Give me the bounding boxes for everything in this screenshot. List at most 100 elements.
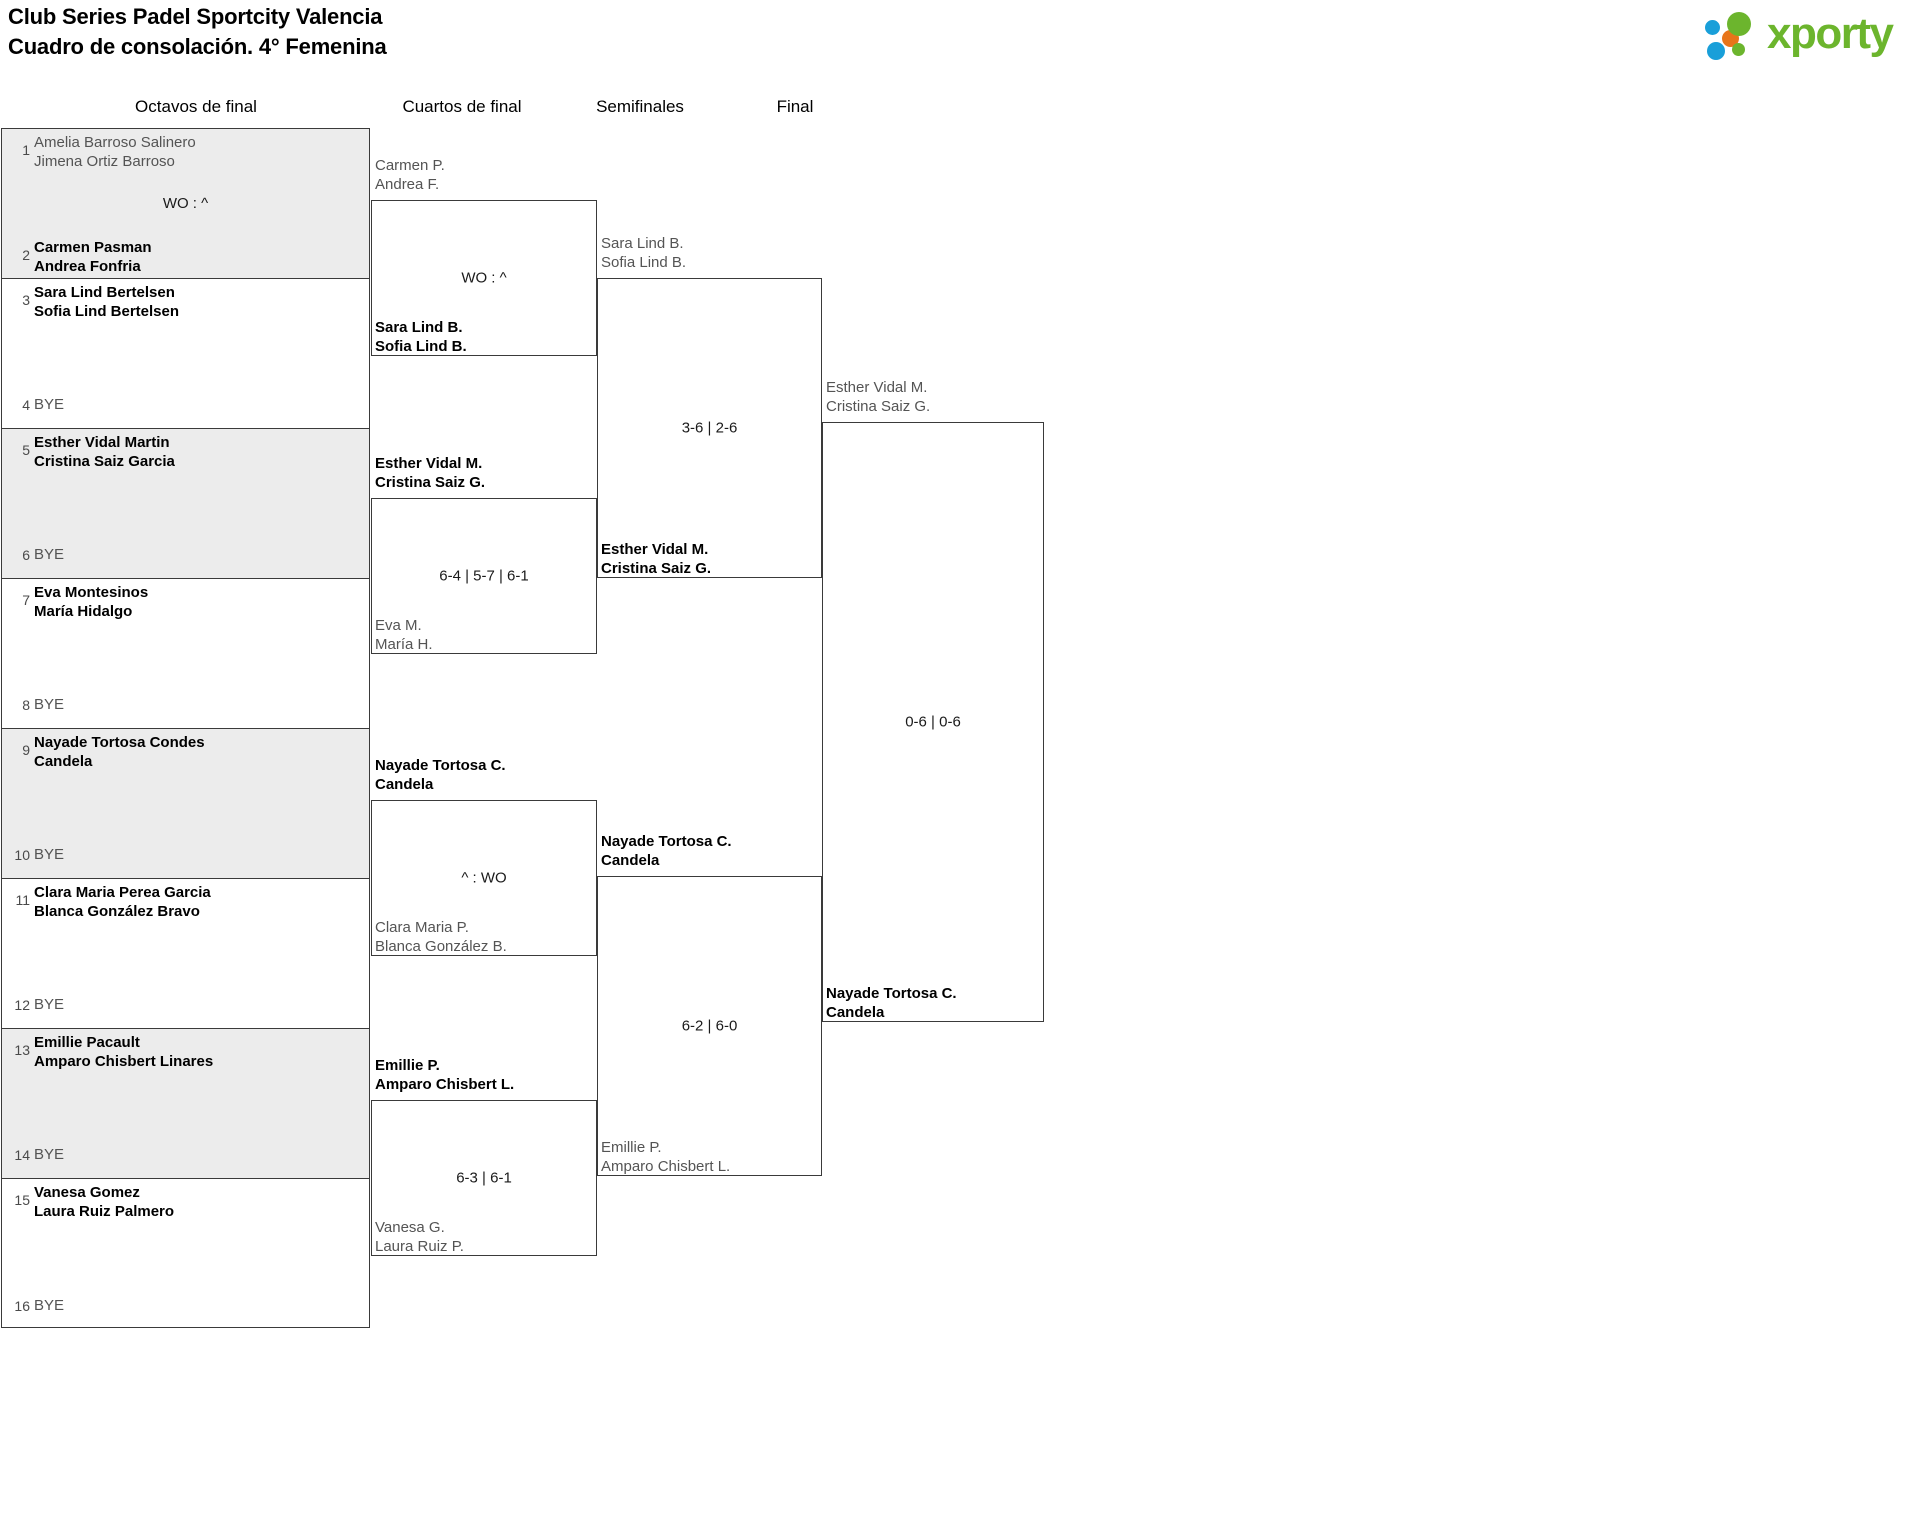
seed-number: 12 [14,997,30,1013]
player-name: Andrea F. [375,176,440,193]
player-name: Emillie P. [375,1057,440,1074]
team-names: Carmen P.Andrea F. [375,156,445,194]
seed-number: 6 [22,547,30,563]
seed-number: 14 [14,1147,30,1163]
player-name: Esther Vidal Martin [34,434,170,451]
team-names: Nayade Tortosa C.Candela [601,832,732,870]
player-name: María Hidalgo [34,603,133,620]
round-header-final: Final [776,97,814,116]
player-name: Blanca González Bravo [34,903,200,920]
player-name: Eva M. [375,617,422,634]
player-name: Laura Ruiz P. [375,1238,464,1255]
player-name: Sara Lind B. [375,319,463,336]
player-name: Clara Maria P. [375,919,469,936]
player-name: Andrea Fonfria [34,258,141,275]
team-names: Esther Vidal M.Cristina Saiz G. [601,540,711,578]
seed-number: 10 [14,847,30,863]
player-name: Emillie Pacault [34,1034,140,1051]
xporty-logo: xporty [1705,6,1905,64]
tournament-subtitle: Cuadro de consolación. 4° Femenina [8,34,387,59]
player-name: Emillie P. [601,1139,662,1156]
team-names: Emillie P. Amparo Chisbert L. [375,1056,514,1094]
player-name: Sofia Lind Bertelsen [34,303,180,320]
seed-number: 15 [14,1192,30,1208]
round2-match[interactable]: 6-3 | 6-1 [371,1100,597,1256]
player-name: Esther Vidal M. [826,379,928,396]
player-name: Candela [826,1004,885,1021]
player-name: María H. [375,636,433,653]
tournament-name: Club Series Padel Sportcity Valencia [8,4,383,29]
player-name: Carmen Pasman [34,239,152,256]
bye-label: BYE [34,546,65,563]
round2-match[interactable]: 6-4 | 5-7 | 6-1 [371,498,597,654]
logo-dots-icon [1705,12,1767,60]
player-name: Nayade Tortosa C. [826,985,957,1002]
bye-label: BYE [34,396,65,413]
match-score: WO : ^ [461,269,507,287]
round2-match[interactable]: ^ : WO [371,800,597,956]
seed-number: 5 [22,442,30,458]
team-names: Esther Vidal M.Cristina Saiz G. [375,454,485,492]
round2-match[interactable]: WO : ^ [371,200,597,356]
seed-number: 11 [15,892,30,908]
bye-label: BYE [34,1146,65,1163]
player-name: Vanesa G. [375,1219,445,1236]
player-name: Jimena Ortiz Barroso [34,153,175,170]
bye-label: BYE [34,696,65,713]
seed-number: 3 [22,292,30,308]
team-names: Vanesa G. Laura Ruiz P. [375,1218,464,1256]
page-title: Club Series Padel Sportcity Valencia Cua… [8,2,387,62]
player-name: Nayade Tortosa C. [375,757,506,774]
round3-match[interactable]: 3-6 | 2-6 [597,278,822,578]
player-name: Nayade Tortosa Condes [34,734,205,751]
match-score: 6-3 | 6-1 [456,1169,512,1187]
match-score: ^ : WO [461,869,507,887]
team-names: Sara Lind B.Sofia Lind B. [601,234,686,272]
player-name: Amparo Chisbert L. [375,1076,515,1093]
team-names: Nayade Tortosa C. Candela [826,984,957,1022]
player-name: Amparo Chisbert Linares [34,1053,214,1070]
seed-number: 13 [14,1042,30,1058]
round3-match[interactable]: 6-2 | 6-0 [597,876,822,1176]
team-names: Eva M. María H. [375,616,433,654]
player-name: Esther Vidal M. [375,455,483,472]
team-names: Esther Vidal M.Cristina Saiz G. [826,378,930,416]
player-name: Eva Montesinos [34,584,149,601]
player-name: Vanesa Gomez [34,1184,140,1201]
team-names: Clara Maria P.Blanca González B. [375,918,507,956]
round4-match[interactable]: 0-6 | 0-6 [822,422,1044,1022]
seed-number: 2 [22,247,30,263]
seed-number: 4 [22,397,30,413]
